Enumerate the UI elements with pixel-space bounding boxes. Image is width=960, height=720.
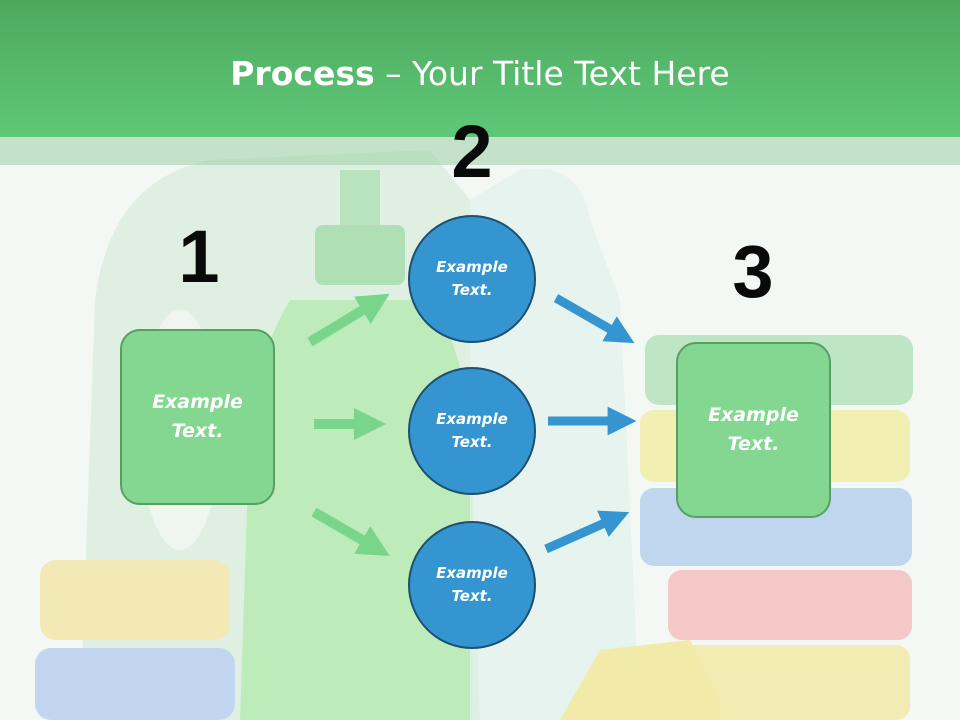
step-2-circle-top: Example Text. [408,215,536,343]
step-number-2: 2 [451,110,493,193]
step-number-3: 3 [732,230,774,313]
step-2-circle-middle: Example Text. [408,367,536,495]
arrow-1-to-top [307,293,390,347]
title-strong: Process [230,54,375,93]
arrow-top-to-3 [553,294,635,344]
header-band [0,137,960,165]
arrow-bottom-to-3 [544,510,630,554]
step-3-box: Example Text. [676,342,831,518]
arrow-1-to-bottom [311,507,390,557]
title-rest: – Your Title Text Here [374,54,730,93]
header-bar [0,0,960,137]
step-number-1: 1 [178,215,220,298]
step-2-circle-bottom: Example Text. [408,521,536,649]
step-1-box: Example Text. [120,329,275,505]
slide-title: Process – Your Title Text Here [0,52,960,96]
